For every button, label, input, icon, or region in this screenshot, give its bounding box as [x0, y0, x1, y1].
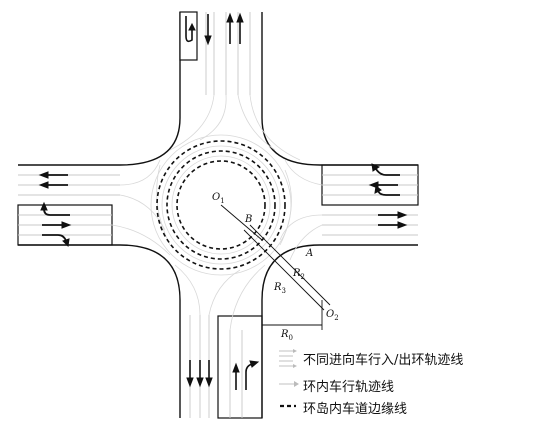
legend-symbols	[279, 349, 299, 408]
geometry-lines	[220, 204, 331, 330]
arrow-north-uturn	[185, 16, 196, 43]
arrow-east-right-1	[378, 211, 408, 219]
arrow-east-right-2	[378, 221, 408, 229]
arrow-east-turn	[371, 163, 400, 176]
arrow-east-left-1	[368, 181, 398, 189]
label-a: A	[305, 248, 313, 259]
label-r0: R0	[280, 329, 293, 342]
arrow-west-left-1	[38, 171, 68, 179]
label-r2: R2	[292, 268, 305, 281]
middle-lane-circle	[166, 150, 276, 260]
legend-entry-tracks: 不同进向车行入/出环轨迹线	[303, 353, 464, 368]
label-o2: O2	[326, 309, 339, 322]
arrow-north-up-1	[226, 12, 234, 44]
road-boundaries	[18, 12, 418, 418]
label-r3: R3	[273, 282, 286, 295]
arrow-south-up-turn	[245, 360, 260, 390]
arrow-south-down-1	[186, 360, 194, 388]
inner-edge-circle	[176, 160, 266, 250]
legend-symbol-entry-tracks	[279, 349, 297, 368]
arrow-south-down-2	[196, 360, 204, 388]
legend-symbol-ring-track	[279, 381, 299, 387]
curb-bottom-left	[18, 244, 181, 418]
median-south	[217, 315, 263, 419]
arrow-east-uturn	[374, 185, 400, 196]
curb-top-left	[18, 12, 181, 166]
arrow-west-turn	[42, 234, 70, 248]
arrow-west-right-1	[42, 221, 72, 229]
arrow-north-up-2	[236, 12, 244, 44]
radius-r2-line	[249, 224, 331, 306]
arrow-west-left-2	[38, 181, 68, 189]
median-north	[179, 11, 198, 61]
outer-lane-circle	[156, 140, 286, 270]
label-o1: O1	[212, 192, 225, 205]
radius-line-b	[220, 204, 263, 241]
arrow-north-down-1	[204, 14, 212, 46]
legend-ring-tracks: 环内车行轨迹线	[303, 380, 395, 395]
curb-top-right	[261, 12, 418, 166]
radius-r3-line	[243, 229, 325, 311]
geometry-labels: O1 B A R2 R3 O2 R0	[212, 192, 339, 342]
label-b: B	[244, 214, 252, 225]
legend-edge-line: 环岛内车道边缘线	[303, 402, 408, 417]
roundabout-rings	[150, 134, 292, 276]
arrow-west-uturn	[40, 201, 70, 216]
arrow-south-down-3	[205, 360, 213, 388]
curb-bottom-right	[261, 244, 418, 418]
lane-arrows	[38, 12, 408, 390]
arrow-south-up-1	[232, 362, 240, 390]
